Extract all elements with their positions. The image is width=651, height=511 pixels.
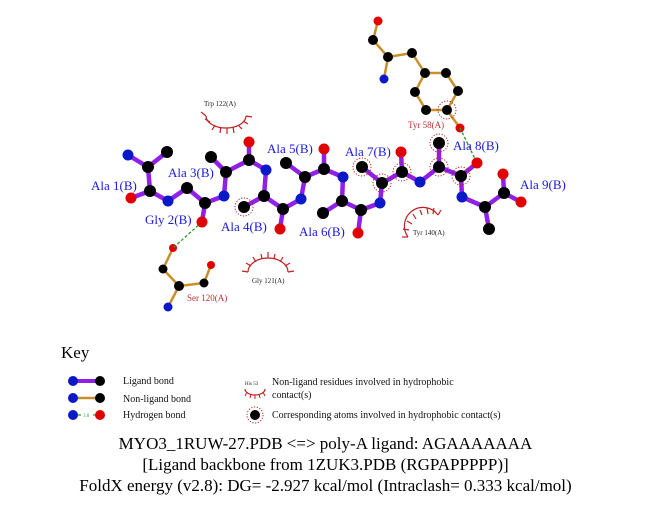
hydrophobic-arc-trp122 bbox=[200, 111, 253, 134]
hydrophobic-arc-gly121 bbox=[241, 252, 295, 273]
label-ala8: Ala 8(B) bbox=[453, 138, 499, 153]
label-tyr140: Tyr 140(A) bbox=[413, 229, 445, 237]
label-ala9: Ala 9(B) bbox=[520, 177, 566, 192]
label-ala3: Ala 3(B) bbox=[168, 165, 214, 180]
caption-line2: [Ligand backbone from 1ZUK3.PDB (RGPAPPP… bbox=[142, 455, 509, 474]
caption-line1: MYO3_1RUW-27.PDB <=> poly-A ligand: AGAA… bbox=[118, 434, 533, 453]
hbond-ala8-tyr58 bbox=[459, 127, 478, 164]
hydrophobic-arc-tyr140 bbox=[402, 206, 442, 238]
label-gly2: Gly 2(B) bbox=[145, 212, 192, 227]
key-ligand-bond: Ligand bond bbox=[68, 376, 174, 387]
tyr58-residue bbox=[368, 16, 465, 133]
svg-text:His 53: His 53 bbox=[245, 382, 259, 387]
svg-text:3.0: 3.0 bbox=[83, 414, 90, 419]
caption-line3: FoldX energy (v2.8): DG= -2.927 kcal/mol… bbox=[79, 476, 572, 495]
key-hydrophobic-residue: His 53 Non-ligand residues involved in h… bbox=[244, 377, 454, 401]
label-ala5: Ala 5(B) bbox=[267, 141, 313, 156]
ligand-atoms bbox=[122, 136, 527, 239]
svg-text:contact(s): contact(s) bbox=[272, 390, 311, 401]
hbond-gly2-ser120 bbox=[172, 221, 203, 249]
label-ala6: Ala 6(B) bbox=[299, 224, 345, 239]
label-ser120: Ser 120(A) bbox=[187, 293, 227, 303]
key-nonligand-bond: Non-ligand bond bbox=[68, 393, 191, 405]
hydrophobic-atom-marks bbox=[234, 100, 471, 217]
key-hydrogen-bond: 3.0 Hydrogen bond bbox=[68, 410, 186, 421]
label-tyr58: Tyr 58(A) bbox=[408, 120, 444, 130]
svg-text:Non-ligand bond: Non-ligand bond bbox=[123, 394, 191, 405]
label-ala4: Ala 4(B) bbox=[221, 219, 267, 234]
label-ala7: Ala 7(B) bbox=[345, 144, 391, 159]
label-trp122: Trp 122(A) bbox=[204, 100, 236, 108]
key-title: Key bbox=[61, 343, 90, 362]
ser120-residue bbox=[158, 244, 215, 312]
label-ala1: Ala 1(B) bbox=[91, 178, 137, 193]
svg-text:Corresponding atoms involved i: Corresponding atoms involved in hydropho… bbox=[272, 410, 501, 421]
svg-text:Hydrogen bond: Hydrogen bond bbox=[123, 410, 186, 421]
key-hydrophobic-atom: Corresponding atoms involved in hydropho… bbox=[246, 406, 501, 424]
svg-text:Non-ligand residues involved i: Non-ligand residues involved in hydropho… bbox=[272, 377, 454, 388]
label-gly121: Gly 121(A) bbox=[252, 277, 285, 285]
svg-text:Ligand bond: Ligand bond bbox=[123, 376, 174, 387]
